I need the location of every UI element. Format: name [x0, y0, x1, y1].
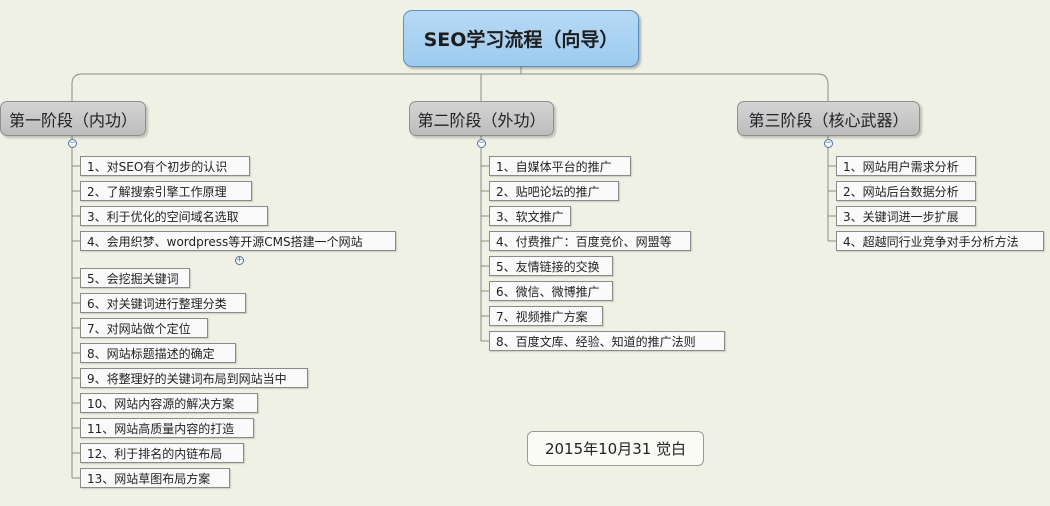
topic-item[interactable]: 1、网站用户需求分析 [836, 156, 976, 176]
collapse-icon[interactable]: − [824, 138, 833, 148]
signature-note: 2015年10月31 觉白 [527, 431, 704, 466]
topic-item[interactable]: 3、软文推广 [489, 206, 571, 226]
topic-item[interactable]: 7、视频推广方案 [489, 306, 603, 326]
topic-item[interactable]: 11、网站高质量内容的打造 [80, 418, 254, 438]
branch-stage-1[interactable]: 第一阶段（内功） [0, 101, 146, 136]
central-topic[interactable]: SEO学习流程（向导） [403, 10, 639, 67]
branch-stage-3[interactable]: 第三阶段（核心武器） [737, 101, 920, 136]
topic-item[interactable]: 4、会用织梦、wordpress等开源CMS搭建一个网站 [80, 231, 396, 251]
topic-item[interactable]: 2、了解搜索引擎工作原理 [80, 181, 252, 201]
topic-item[interactable]: 1、自媒体平台的推广 [489, 156, 631, 176]
topic-item[interactable]: 5、会挖掘关键词 [80, 268, 190, 288]
branch-stage-2[interactable]: 第二阶段（外功） [409, 101, 554, 136]
topic-item[interactable]: 8、网站标题描述的确定 [80, 343, 236, 363]
topic-item[interactable]: 2、贴吧论坛的推广 [489, 181, 619, 201]
expand-icon[interactable]: + [235, 255, 244, 265]
topic-item[interactable]: 8、百度文库、经验、知道的推广法则 [489, 331, 725, 351]
topic-item[interactable]: 7、对网站做个定位 [80, 318, 208, 338]
topic-item[interactable]: 1、对SEO有个初步的认识 [80, 156, 250, 176]
topic-item[interactable]: 3、关键词进一步扩展 [836, 206, 976, 226]
topic-item[interactable]: 12、利于排名的内链布局 [80, 443, 244, 463]
topic-item[interactable]: 9、将整理好的关键词布局到网站当中 [80, 368, 308, 388]
collapse-icon[interactable]: − [68, 138, 77, 148]
collapse-icon[interactable]: − [477, 138, 486, 148]
topic-item[interactable]: 13、网站草图布局方案 [80, 468, 230, 488]
topic-item[interactable]: 6、微信、微博推广 [489, 281, 613, 301]
topic-item[interactable]: 2、网站后台数据分析 [836, 181, 976, 201]
topic-item[interactable]: 6、对关键词进行整理分类 [80, 293, 246, 313]
branch-bar-line [71, 73, 829, 101]
topic-item[interactable]: 4、超越同行业竞争对手分析方法 [836, 231, 1044, 251]
topic-item[interactable]: 10、网站内容源的解决方案 [80, 393, 258, 413]
topic-item[interactable]: 5、友情链接的交换 [489, 256, 613, 276]
topic-item[interactable]: 3、利于优化的空间域名选取 [80, 206, 268, 226]
topic-item[interactable]: 4、付费推广：百度竞价、网盟等 [489, 231, 691, 251]
